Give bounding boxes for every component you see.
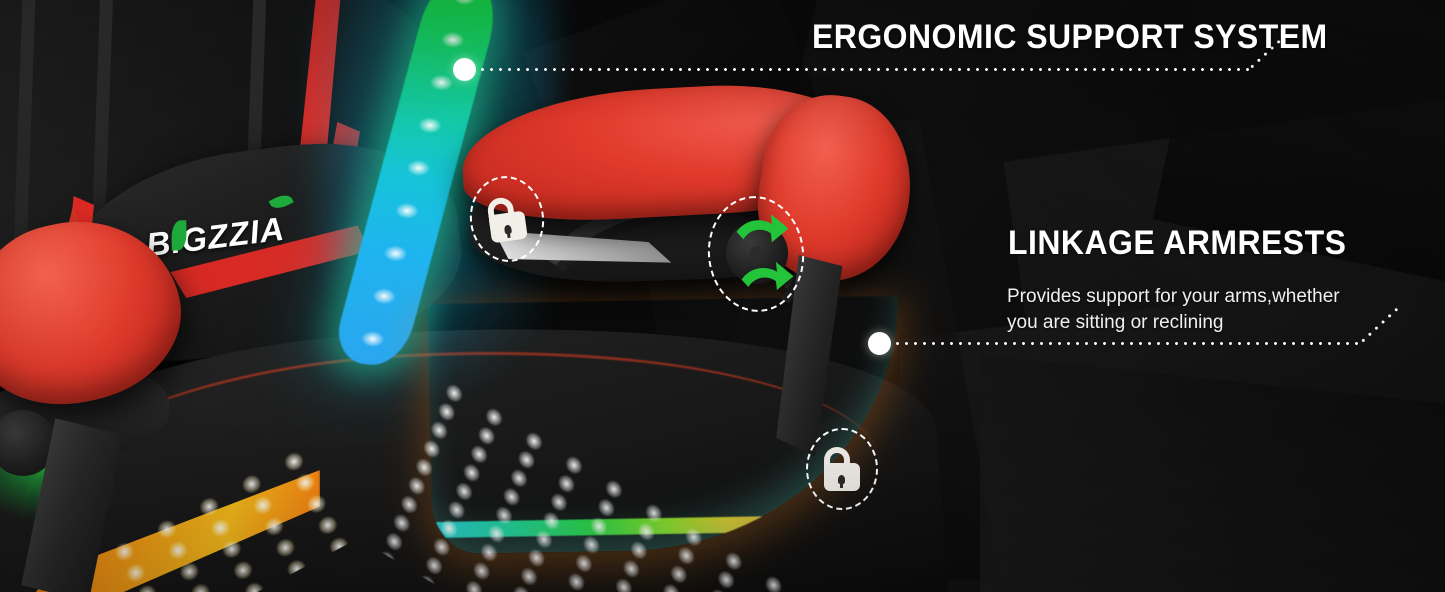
callout-line-ergonomic (478, 68, 1250, 71)
padlock-keyhole (503, 224, 513, 235)
padlock-glyph (484, 194, 530, 244)
rotation-arrows-glyph (736, 214, 794, 291)
padlock-shackle (824, 447, 850, 473)
callout-marker-ergonomic (453, 58, 476, 81)
callout-body-linkage: Provides support for your arms,whether y… (1007, 286, 1340, 333)
callout-heading-linkage: LINKAGE ARMRESTS (1008, 224, 1347, 262)
padlock-glyph (822, 447, 862, 491)
padlock-keyhole (838, 475, 845, 488)
callout-marker-linkage (868, 332, 891, 355)
rotation-arrows-icon (702, 191, 810, 317)
lock-icon-lower (806, 428, 878, 510)
callout-line-linkage (893, 342, 1361, 345)
callout-heading-ergonomic: ERGONOMIC SUPPORT SYSTEM (812, 18, 1328, 56)
